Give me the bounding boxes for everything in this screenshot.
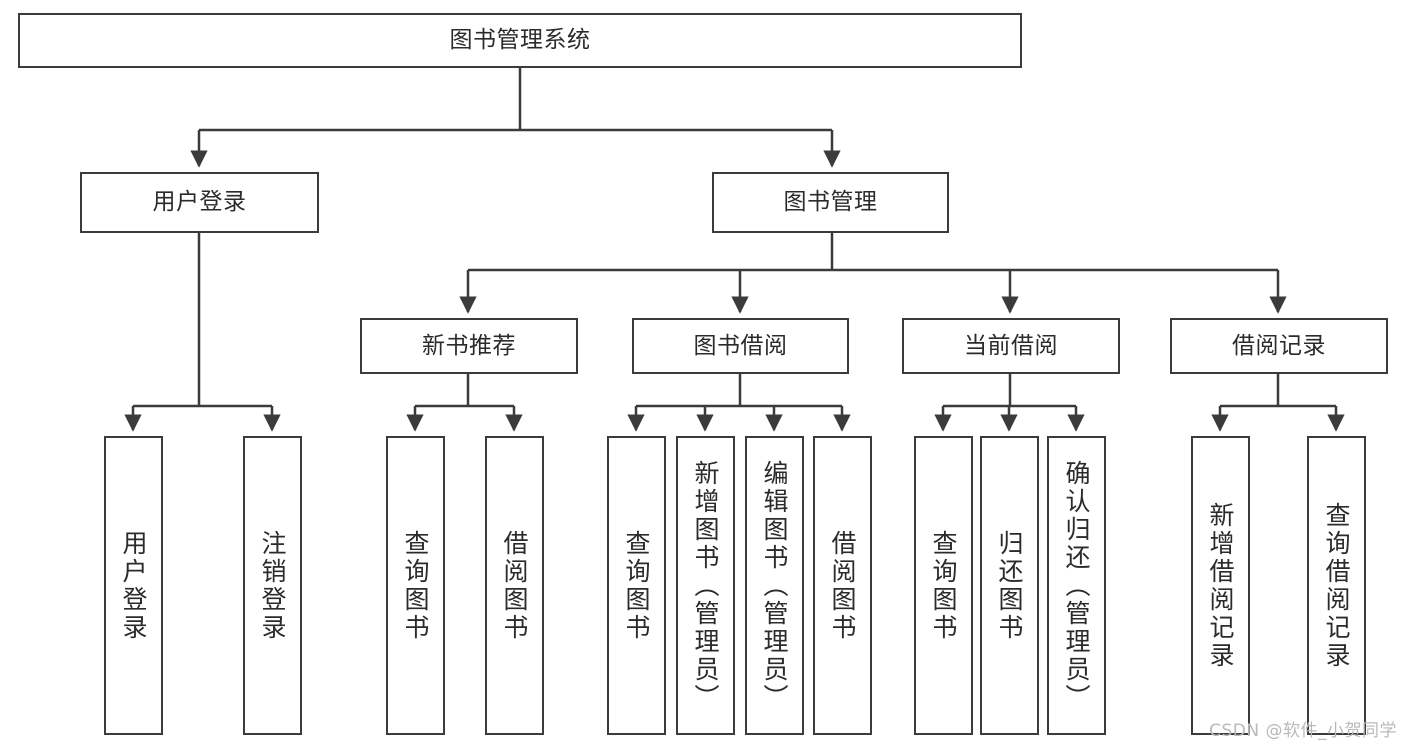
node-leaf-user-login[interactable]: 用户登录 xyxy=(104,436,163,735)
node-leaf-query-book-1[interactable]: 查询图书 xyxy=(386,436,445,735)
node-label: 编辑图书（管理员） xyxy=(760,459,789,712)
node-label: 注销登录 xyxy=(258,529,287,642)
node-label: 图书管理系统 xyxy=(449,27,591,54)
node-label: 借阅记录 xyxy=(1232,332,1326,359)
node-label: 图书管理 xyxy=(783,189,878,216)
node-leaf-query-book-3[interactable]: 查询图书 xyxy=(914,436,973,735)
node-label: 图书借阅 xyxy=(693,332,788,359)
node-label: 查询图书 xyxy=(622,529,651,642)
node-current-borrow[interactable]: 当前借阅 xyxy=(902,318,1120,374)
csdn-watermark: CSDN @软件_小贺同学 xyxy=(1209,721,1397,741)
node-leaf-add-book[interactable]: 新增图书（管理员） xyxy=(676,436,735,735)
node-label: 新增图书（管理员） xyxy=(691,459,720,712)
node-label: 确认归还（管理员） xyxy=(1062,459,1091,712)
node-leaf-borrow-book-2[interactable]: 借阅图书 xyxy=(813,436,872,735)
node-leaf-query-record[interactable]: 查询借阅记录 xyxy=(1307,436,1366,735)
node-leaf-borrow-book-1[interactable]: 借阅图书 xyxy=(485,436,544,735)
node-label: 用户登录 xyxy=(119,529,148,642)
node-label: 查询借阅记录 xyxy=(1322,501,1351,670)
node-new-book-recommend[interactable]: 新书推荐 xyxy=(360,318,578,374)
node-leaf-query-book-2[interactable]: 查询图书 xyxy=(607,436,666,735)
node-label: 新书推荐 xyxy=(422,332,516,359)
node-label: 归还图书 xyxy=(995,529,1024,642)
node-label: 新增借阅记录 xyxy=(1206,501,1235,670)
node-book-borrow[interactable]: 图书借阅 xyxy=(632,318,849,374)
node-borrow-record[interactable]: 借阅记录 xyxy=(1170,318,1388,374)
node-leaf-add-record[interactable]: 新增借阅记录 xyxy=(1191,436,1250,735)
node-leaf-confirm-return[interactable]: 确认归还（管理员） xyxy=(1047,436,1106,735)
node-leaf-return-book[interactable]: 归还图书 xyxy=(980,436,1039,735)
node-leaf-edit-book[interactable]: 编辑图书（管理员） xyxy=(745,436,804,735)
node-label: 用户登录 xyxy=(152,189,247,216)
node-book-manage[interactable]: 图书管理 xyxy=(712,172,949,233)
node-leaf-logout[interactable]: 注销登录 xyxy=(243,436,302,735)
node-label: 当前借阅 xyxy=(964,332,1058,359)
node-root-system[interactable]: 图书管理系统 xyxy=(18,13,1022,68)
node-user-login[interactable]: 用户登录 xyxy=(80,172,319,233)
node-label: 查询图书 xyxy=(929,529,958,642)
node-label: 借阅图书 xyxy=(828,529,857,642)
node-label: 查询图书 xyxy=(401,529,430,642)
node-label: 借阅图书 xyxy=(500,529,529,642)
